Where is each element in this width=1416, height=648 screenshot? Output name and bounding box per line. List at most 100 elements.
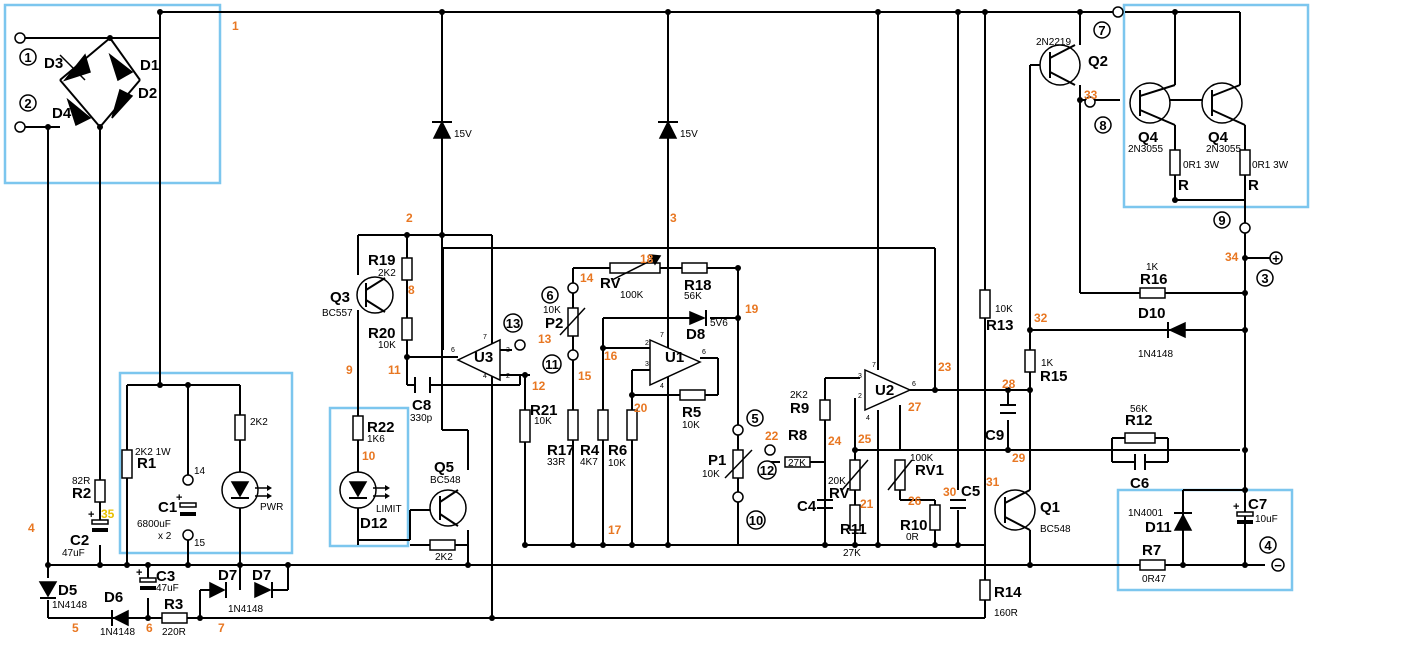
svg-text:8: 8 bbox=[408, 283, 415, 297]
svg-text:56K: 56K bbox=[1130, 404, 1148, 415]
svg-text:82R: 82R bbox=[72, 476, 90, 487]
svg-text:1N4148: 1N4148 bbox=[1138, 349, 1173, 360]
svg-text:LIMIT: LIMIT bbox=[376, 504, 402, 515]
label-d12: D12 bbox=[360, 515, 388, 532]
label-r14: R14 bbox=[994, 584, 1022, 601]
label-c4: C4 bbox=[797, 498, 817, 515]
label-r10: R10 bbox=[900, 517, 928, 534]
svg-text:1N4148: 1N4148 bbox=[52, 600, 87, 611]
terminal-6: 6 bbox=[541, 286, 559, 304]
label-r5: R5 bbox=[682, 404, 701, 421]
svg-text:33: 33 bbox=[1084, 88, 1098, 102]
svg-text:2K2 1W: 2K2 1W bbox=[135, 447, 171, 458]
terminals bbox=[14, 6, 1251, 541]
junction-dots bbox=[45, 9, 1248, 621]
label-d3: D3 bbox=[44, 55, 63, 72]
svg-text:13: 13 bbox=[506, 316, 520, 331]
svg-text:3: 3 bbox=[858, 373, 862, 380]
svg-text:10K: 10K bbox=[682, 420, 700, 431]
svg-text:+: + bbox=[176, 492, 182, 504]
svg-text:2K2: 2K2 bbox=[250, 417, 268, 428]
label-r4: R4 bbox=[580, 442, 600, 459]
label-d8: D8 bbox=[686, 326, 705, 343]
svg-text:4K7: 4K7 bbox=[580, 457, 598, 468]
svg-text:100K: 100K bbox=[910, 453, 934, 464]
svg-text:BC557: BC557 bbox=[322, 308, 353, 319]
potentiometers bbox=[559, 254, 913, 491]
terminal-7: 7 bbox=[1093, 21, 1111, 39]
terminal-12: 12 bbox=[757, 460, 777, 480]
svg-text:5: 5 bbox=[72, 621, 79, 635]
label-r20: R20 bbox=[368, 325, 396, 342]
label-c2: C2 bbox=[70, 532, 89, 549]
label-d4: D4 bbox=[52, 105, 72, 122]
svg-text:0R: 0R bbox=[906, 532, 919, 543]
svg-text:5V6: 5V6 bbox=[710, 318, 728, 329]
svg-text:32: 32 bbox=[1034, 311, 1048, 325]
op-amps bbox=[456, 338, 912, 412]
svg-text:14: 14 bbox=[580, 271, 594, 285]
svg-text:33R: 33R bbox=[547, 457, 565, 468]
svg-text:220R: 220R bbox=[162, 627, 186, 638]
led-arrows bbox=[255, 485, 390, 499]
svg-text:+: + bbox=[1272, 251, 1280, 266]
label-c6: C6 bbox=[1130, 475, 1149, 492]
svg-text:0R1 3W: 0R1 3W bbox=[1252, 160, 1289, 171]
zener-diodes bbox=[38, 120, 1193, 627]
svg-text:15V: 15V bbox=[454, 129, 472, 140]
label-r9: R9 bbox=[790, 400, 809, 417]
svg-text:18: 18 bbox=[640, 252, 654, 266]
svg-text:1K: 1K bbox=[1146, 262, 1159, 273]
svg-text:2: 2 bbox=[506, 373, 510, 380]
svg-text:7: 7 bbox=[218, 621, 225, 635]
cap-plus-signs: + + + + bbox=[88, 492, 1239, 579]
svg-text:15: 15 bbox=[578, 369, 592, 383]
svg-text:20: 20 bbox=[634, 401, 648, 415]
svg-text:7: 7 bbox=[872, 362, 876, 369]
svg-text:2K2: 2K2 bbox=[790, 390, 808, 401]
terminal-numbers: 1 2 3 4 5 6 7 8 9 10 11 12 13 bbox=[19, 21, 1277, 554]
label-r21: R21 bbox=[530, 402, 558, 419]
label-q4a: Q4 bbox=[1138, 129, 1159, 146]
svg-text:PWR: PWR bbox=[260, 502, 283, 513]
svg-text:1K: 1K bbox=[1041, 358, 1054, 369]
svg-text:100K: 100K bbox=[620, 290, 644, 301]
terminal-10: 10 bbox=[746, 510, 766, 530]
bridge-rectifier-box bbox=[3, 3, 222, 185]
svg-text:15V: 15V bbox=[680, 129, 698, 140]
label-u1: U1 bbox=[665, 349, 684, 366]
label-r11: R11 bbox=[840, 521, 867, 538]
svg-text:35: 35 bbox=[101, 507, 115, 521]
label-d7b: D7 bbox=[252, 567, 271, 584]
polarity-marks: + − bbox=[1269, 251, 1285, 573]
svg-text:−: − bbox=[1274, 558, 1282, 573]
svg-text:2: 2 bbox=[645, 340, 649, 347]
svg-text:10: 10 bbox=[749, 513, 763, 528]
terminal-9: 9 bbox=[1213, 211, 1231, 229]
svg-text:1N4001: 1N4001 bbox=[1128, 508, 1163, 519]
label-q5: Q5 bbox=[434, 459, 454, 476]
label-r6: R6 bbox=[608, 442, 627, 459]
svg-text:3: 3 bbox=[645, 361, 649, 368]
label-c3: C3 bbox=[156, 568, 175, 585]
svg-text:BC548: BC548 bbox=[430, 475, 461, 486]
label-rv1: RV1 bbox=[915, 462, 944, 479]
component-labels: D3 D1 D2 D4 R19 2K2 Q3 BC557 R20 10K U3 … bbox=[44, 37, 1289, 638]
svg-text:2N3055: 2N3055 bbox=[1206, 144, 1241, 155]
svg-text:10: 10 bbox=[362, 449, 376, 463]
svg-text:2K2: 2K2 bbox=[378, 268, 396, 279]
svg-text:6: 6 bbox=[146, 621, 153, 635]
svg-text:27K: 27K bbox=[788, 458, 806, 469]
svg-text:2K2: 2K2 bbox=[435, 552, 453, 563]
terminal-13: 13 bbox=[503, 313, 523, 333]
label-rv: RV bbox=[600, 275, 621, 292]
svg-text:7: 7 bbox=[483, 334, 487, 341]
svg-text:10K: 10K bbox=[543, 305, 561, 316]
svg-text:4: 4 bbox=[866, 415, 870, 422]
svg-text:2: 2 bbox=[406, 211, 413, 225]
limit-indicator-box bbox=[328, 406, 410, 548]
svg-text:x 2: x 2 bbox=[158, 531, 172, 542]
svg-text:14: 14 bbox=[194, 466, 206, 477]
svg-text:1: 1 bbox=[24, 50, 31, 65]
